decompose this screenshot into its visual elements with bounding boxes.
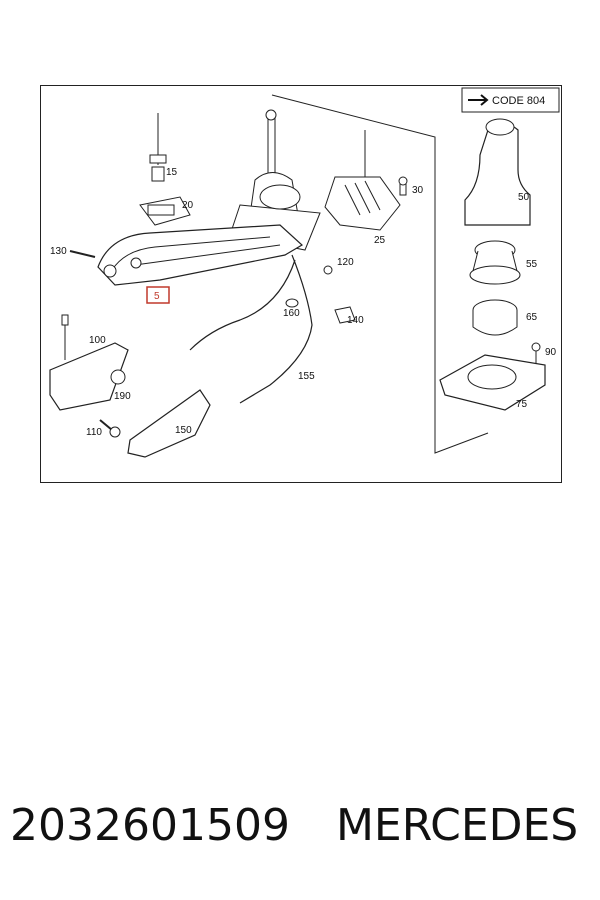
label-155: 155 [298, 371, 315, 382]
part-55-bellows [469, 240, 521, 285]
brand-name: MERCEDES [335, 800, 579, 851]
highlighted-part-label[interactable]: 5 [146, 286, 170, 304]
part-100-bracket [49, 314, 129, 411]
part-150-cover [127, 389, 211, 458]
label-75: 75 [516, 399, 528, 410]
label-140: 140 [347, 315, 364, 326]
label-130: 130 [50, 246, 67, 257]
part-190-clip [110, 369, 126, 385]
label-190: 190 [114, 391, 131, 402]
label-55: 55 [526, 259, 538, 270]
code-note-label: CODE 804 [492, 95, 545, 107]
svg-text:5: 5 [154, 291, 160, 302]
part-50-gear-boot [464, 118, 531, 226]
label-30: 30 [412, 185, 424, 196]
select-cable [189, 259, 296, 351]
part-160-washer [285, 298, 299, 308]
group-bracket [271, 94, 489, 454]
label-150: 150 [175, 425, 192, 436]
part-65-ring [472, 299, 518, 336]
label-20: 20 [182, 200, 194, 211]
code-note-box: CODE 804 [461, 87, 560, 113]
part-number: 2032601509 [10, 800, 290, 851]
part-110-bolt [99, 419, 121, 438]
shift-cable [239, 254, 313, 404]
shifter-housing-rail [97, 224, 304, 286]
part-30-bolt [398, 176, 408, 196]
part-90-screw [531, 342, 541, 363]
label-160: 160 [283, 308, 300, 319]
label-15: 15 [166, 167, 178, 178]
part-130-pin [69, 250, 96, 258]
label-25: 25 [374, 235, 386, 246]
part-140-clip [334, 306, 356, 324]
part-120-nut [323, 265, 333, 275]
label-50: 50 [518, 192, 530, 203]
label-100: 100 [89, 335, 106, 346]
part-20-bracket [139, 196, 191, 226]
parts-diagram: CODE 804 5 [40, 85, 562, 483]
exploded-view-svg: CODE 804 5 [40, 85, 562, 483]
label-120: 120 [337, 257, 354, 268]
part-25-gate [324, 130, 401, 231]
part-15-sensor [149, 113, 167, 182]
label-65: 65 [526, 312, 538, 323]
label-110: 110 [86, 427, 102, 438]
label-90: 90 [545, 347, 557, 358]
part-75-base-plate [439, 354, 546, 411]
product-caption: 2032601509 MERCEDES [10, 800, 590, 870]
